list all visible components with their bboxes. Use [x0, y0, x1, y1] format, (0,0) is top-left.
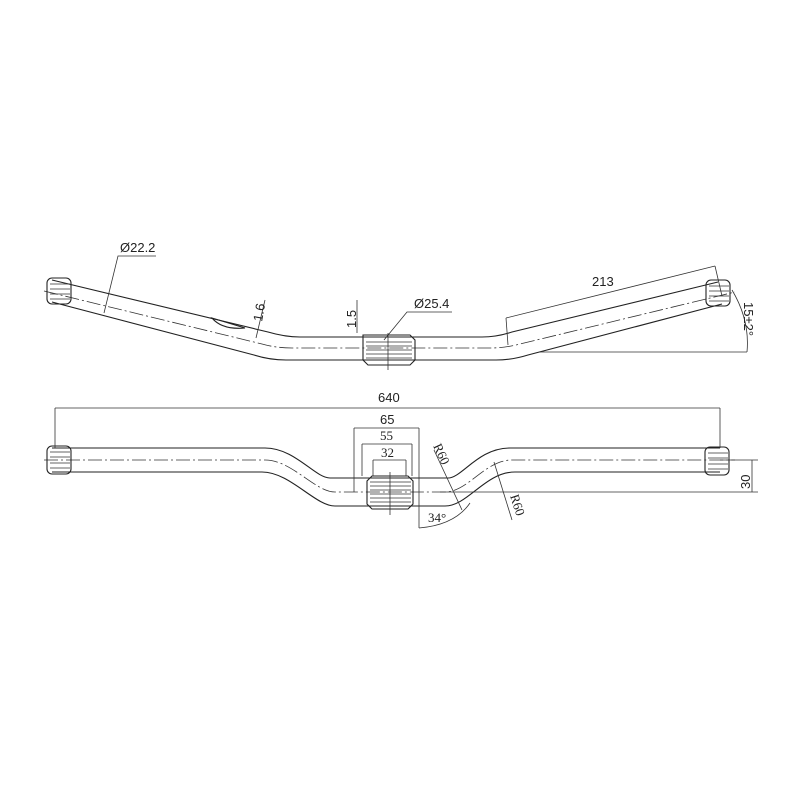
dim-overall-width: 640	[378, 390, 400, 405]
dim-32-line	[372, 459, 407, 476]
top-view: Ø22.2 1.6 1.5 Ø25.4 213 15±2°	[43, 240, 756, 370]
dim-65-line	[353, 427, 420, 528]
dim-angle-line	[540, 289, 748, 353]
dim-wall-1-6-leader	[255, 299, 266, 339]
clamp-knurl-front	[366, 472, 414, 515]
front-tube-upper-edge	[52, 447, 720, 479]
dim-clamp-diameter: Ø25.4	[414, 296, 449, 311]
dim-rise: 30	[738, 475, 753, 489]
left-grip-knurl-front	[46, 445, 72, 475]
dim-clamp-knurl-width: 32	[381, 445, 394, 460]
clamp-knurl-top	[362, 333, 416, 370]
dim-bend-radius-left: R60	[430, 441, 453, 467]
dim-radius-left-leader	[433, 449, 463, 511]
dim-tube-diameter: Ø22.2	[120, 240, 155, 255]
dim-wall-thickness-center: 1.5	[344, 310, 359, 328]
dim-wall-thickness-bend: 1.6	[250, 302, 268, 322]
dim-radius-right-leader	[493, 461, 513, 521]
dim-bend-angle: 34°	[428, 510, 446, 525]
top-centerline	[43, 290, 736, 349]
section-hatch	[210, 316, 246, 329]
dim-rise-line	[440, 459, 758, 493]
dim-55-line	[361, 443, 413, 476]
dim-clamp-width-outer: 65	[380, 412, 394, 427]
dim-diameter-22-leader	[103, 255, 156, 314]
right-grip-knurl-front	[704, 446, 730, 476]
top-tube-lower-edge	[51, 301, 723, 361]
top-tube-upper-edge	[51, 279, 719, 338]
left-grip-knurl-top	[46, 277, 72, 305]
dim-clamp-diameter-leader	[383, 311, 452, 341]
dim-end-length: 213	[592, 274, 614, 289]
dim-bend-radius-right: R60	[507, 492, 528, 517]
dim-213-line	[505, 265, 723, 346]
dim-sweep-angle: 15±2°	[741, 302, 756, 336]
front-view: 640 65 55 32 R60 34° R60 30	[44, 390, 758, 529]
dim-angle-arc	[418, 502, 471, 529]
dim-clamp-width-middle: 55	[380, 428, 393, 443]
dim-overall-width-line	[54, 407, 721, 448]
front-tube-lower-edge	[52, 471, 720, 507]
